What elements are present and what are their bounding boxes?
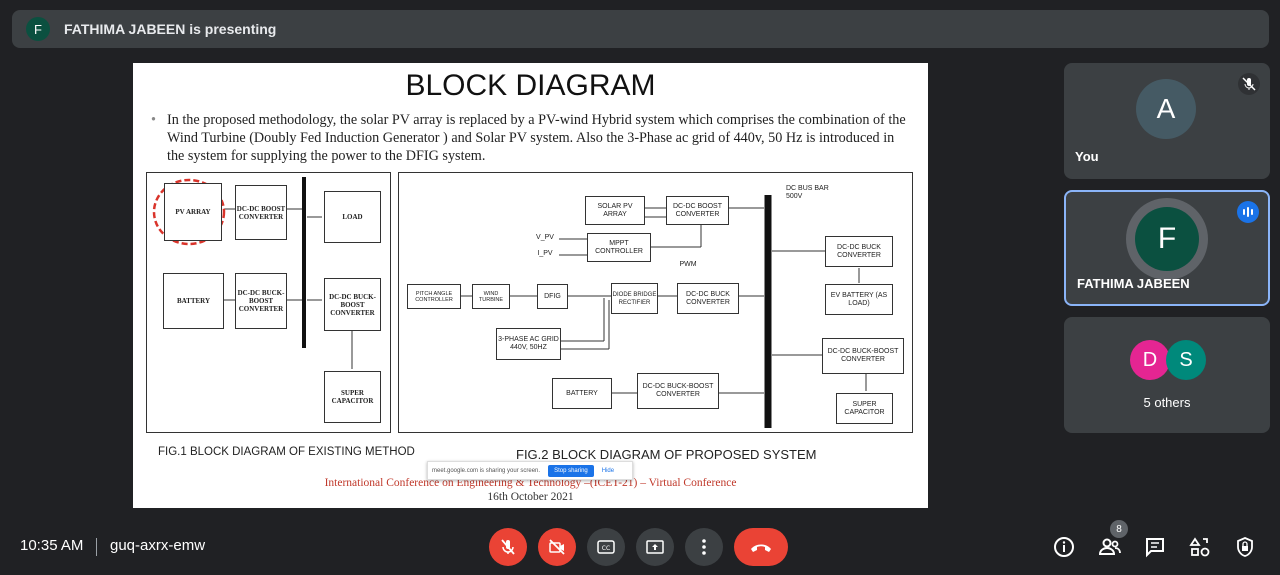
stop-sharing-button[interactable]: Stop sharing xyxy=(548,464,594,477)
fig2-ipv: I_PV xyxy=(533,249,557,259)
presenter-text: FATHIMA JABEEN is presenting xyxy=(64,21,277,37)
mic-off-icon xyxy=(501,539,515,555)
figure-proposed-system: DC BUS BAR 500V SOLAR PV ARRAY DC-DC BOO… xyxy=(398,172,913,433)
fig2-connectors xyxy=(461,195,867,428)
fig1-boost-converter: DC-DC BOOST CONVERTER xyxy=(235,185,287,240)
fig2-pwm: PWM xyxy=(673,260,703,270)
participant-tile-presenter[interactable]: F FATHIMA JABEEN xyxy=(1064,190,1270,306)
fig2-vpv: V_PV xyxy=(533,233,557,243)
people-count-badge: 8 xyxy=(1110,520,1128,538)
others-label: 5 others xyxy=(1143,395,1191,410)
end-call-button[interactable] xyxy=(734,528,788,566)
presenter-avatar: F xyxy=(26,17,50,41)
figure-existing-method: PV ARRAY DC-DC BOOST CONVERTER LOAD BATT… xyxy=(146,172,391,433)
conference-footer: International Conference on Engineering … xyxy=(133,476,928,504)
people-icon xyxy=(1098,538,1121,555)
fig2-supercapacitor: SUPER CAPACITOR xyxy=(836,393,893,424)
presenter-banner: F FATHIMA JABEEN is presenting xyxy=(12,10,1269,48)
fig1-battery: BATTERY xyxy=(163,273,224,329)
fig2-mppt: MPPT CONTROLLER xyxy=(587,233,651,262)
host-controls-button[interactable] xyxy=(1232,534,1258,560)
fig2-dc-bus-label: DC BUS BAR 500V xyxy=(786,183,846,203)
meeting-details-button[interactable] xyxy=(1051,534,1077,560)
fig1-load: LOAD xyxy=(324,191,381,243)
avatar: F xyxy=(1135,207,1199,271)
divider xyxy=(96,538,97,556)
fig2-solar-pv: SOLAR PV ARRAY xyxy=(585,196,645,225)
fig2-boost: DC-DC BOOST CONVERTER xyxy=(666,196,729,225)
svg-text:CC: CC xyxy=(602,545,610,552)
clock: 10:35 AM xyxy=(20,537,84,554)
control-bar: 10:35 AM guq-axrx-emw CC xyxy=(0,520,1280,575)
fig1-buckboost-2: DC-DC BUCK-BOOST CONVERTER xyxy=(324,278,381,331)
present-icon xyxy=(646,540,664,554)
chat-icon xyxy=(1146,538,1164,558)
conference-name: International Conference on Engineering … xyxy=(324,477,737,489)
sharing-notification-bar: meet.google.com is sharing your screen. … xyxy=(427,461,633,480)
fig2-buck: DC-DC BUCK CONVERTER xyxy=(677,283,739,314)
conference-date: 16th October 2021 xyxy=(487,491,574,503)
camera-off-icon xyxy=(549,539,565,555)
fig2-buck-2: DC-DC BUCK CONVERTER xyxy=(825,236,893,267)
chat-button[interactable] xyxy=(1142,534,1168,560)
fig1-supercapacitor: SUPER CAPACITOR xyxy=(324,371,381,423)
fig2-buckboost: DC-DC BUCK-BOOST CONVERTER xyxy=(637,373,719,409)
shared-screen: BLOCK DIAGRAM In the proposed methodolog… xyxy=(133,63,928,508)
hang-up-icon xyxy=(751,544,771,552)
participant-name: You xyxy=(1075,149,1099,164)
sharing-text: meet.google.com is sharing your screen. xyxy=(432,467,541,474)
fig2-buckboost-2: DC-DC BUCK-BOOST CONVERTER xyxy=(822,338,904,374)
more-vert-icon xyxy=(702,539,706,555)
camera-toggle-button[interactable] xyxy=(538,528,576,566)
avatar: D xyxy=(1130,340,1170,380)
fig2-pitch-controller: PITCH ANGLE CONTROLLER xyxy=(407,284,461,309)
participant-name: FATHIMA JABEEN xyxy=(1077,276,1190,291)
fig2-caption: FIG.2 BLOCK DIAGRAM OF PROPOSED SYSTEM xyxy=(516,447,817,462)
fig2-battery: BATTERY xyxy=(552,378,612,409)
mic-toggle-button[interactable] xyxy=(489,528,527,566)
fig1-connectors xyxy=(152,177,353,369)
avatar: A xyxy=(1136,79,1196,139)
more-options-button[interactable] xyxy=(685,528,723,566)
shield-lock-icon xyxy=(1237,537,1253,557)
present-screen-button[interactable] xyxy=(636,528,674,566)
fig1-buckboost: DC-DC BUCK-BOOST CONVERTER xyxy=(235,273,287,329)
captions-button[interactable]: CC xyxy=(587,528,625,566)
slide-bullet: In the proposed methodology, the solar P… xyxy=(151,111,911,165)
fig1-caption: FIG.1 BLOCK DIAGRAM OF EXISTING METHOD xyxy=(158,446,415,458)
activities-button[interactable] xyxy=(1187,534,1213,560)
slide-title: BLOCK DIAGRAM xyxy=(405,69,656,102)
avatar: S xyxy=(1166,340,1206,380)
meeting-code: guq-axrx-emw xyxy=(110,537,206,554)
participant-tile-you[interactable]: A You xyxy=(1064,63,1270,179)
captions-icon: CC xyxy=(597,540,615,554)
fig2-grid: 3-PHASE AC GRID 440V, 50HZ xyxy=(496,328,561,360)
people-button[interactable] xyxy=(1097,534,1123,560)
fig1-pv-array: PV ARRAY xyxy=(164,183,222,241)
speaking-indicator-icon xyxy=(1237,201,1259,223)
fig2-wind-turbine: WIND TURBINE xyxy=(472,284,510,309)
info-icon xyxy=(1054,537,1074,557)
fig2-rectifier: DIODE BRIDGE RECTIFIER xyxy=(611,283,658,314)
hide-button[interactable]: Hide xyxy=(601,467,615,474)
mic-off-icon xyxy=(1238,73,1260,95)
fig2-dfig: DFIG xyxy=(537,284,568,309)
participant-tile-others[interactable]: D S 5 others xyxy=(1064,317,1270,433)
activities-icon xyxy=(1189,537,1210,557)
fig2-ev-battery: EV BATTERY (AS LOAD) xyxy=(825,284,893,315)
